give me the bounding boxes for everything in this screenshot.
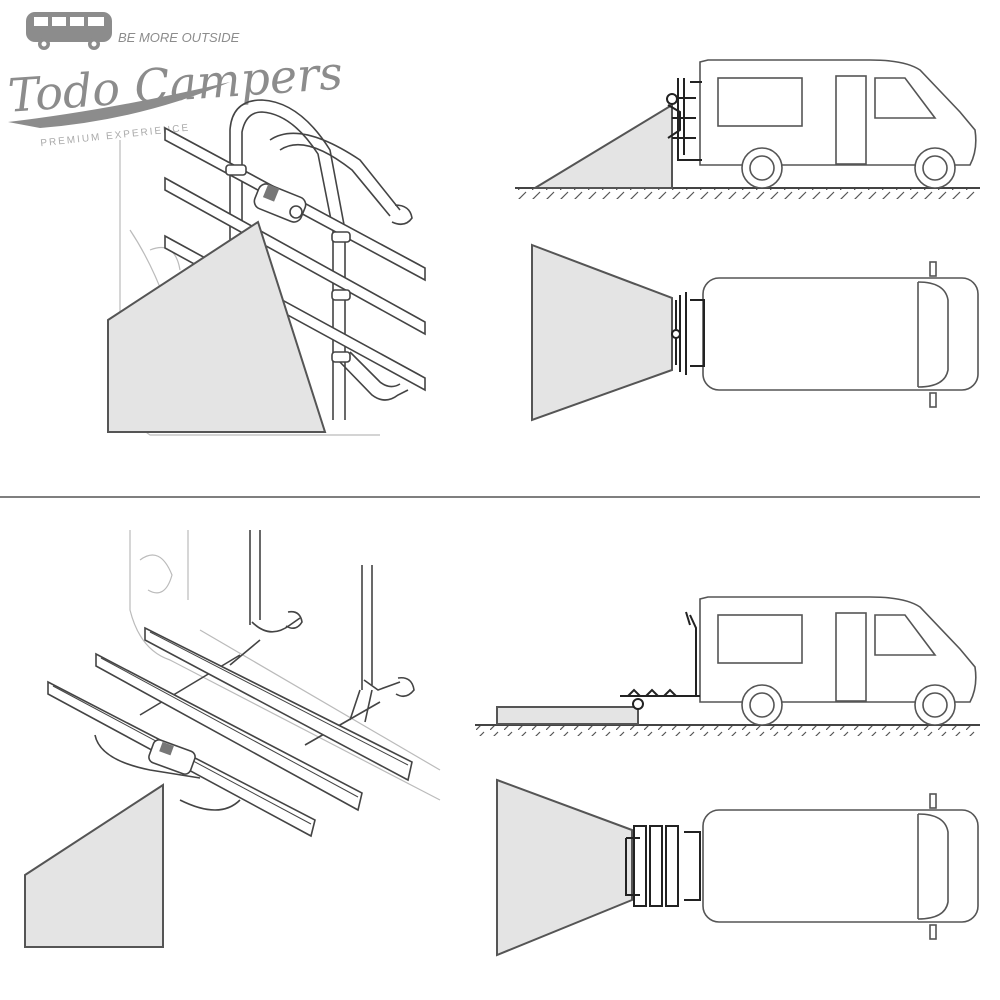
rack-top-folded bbox=[671, 292, 705, 375]
bike-rail-unfolded-1 bbox=[144, 626, 413, 782]
view-cone-wedge bbox=[107, 220, 327, 433]
view-cone-top-unfolded bbox=[496, 778, 633, 957]
bike-rail-2 bbox=[164, 176, 426, 336]
rack-side-folded bbox=[666, 78, 702, 161]
view-cone-side bbox=[531, 103, 673, 189]
rack-frame-tubes bbox=[229, 99, 413, 420]
camper-van-logo-icon bbox=[26, 12, 112, 50]
ground-wedge-side bbox=[496, 706, 639, 725]
logo-swoosh bbox=[8, 82, 230, 128]
van-top-view-unfolded bbox=[496, 778, 979, 957]
logo-tagline: BE MORE OUTSIDE bbox=[118, 30, 240, 45]
van-side-view-folded bbox=[515, 59, 980, 199]
rack-side-unfolded bbox=[620, 611, 700, 710]
view-cone-top bbox=[531, 243, 673, 422]
van-side-view-unfolded bbox=[475, 596, 980, 736]
rack-latch-unfolded-icon bbox=[148, 739, 196, 775]
rack-latch-icon bbox=[253, 183, 307, 223]
rack-unfolded-closeup bbox=[24, 530, 441, 948]
todo-campers-logo: BE MORE OUTSIDE Todo Campers PREMIUM EXP… bbox=[6, 12, 344, 149]
van-top-view-folded bbox=[531, 243, 979, 422]
view-cone-wedge-unfolded bbox=[24, 783, 164, 948]
bike-rail-unfolded-2 bbox=[95, 652, 363, 812]
rack-folded-closeup bbox=[107, 99, 426, 436]
rack-vertical-tubes bbox=[249, 530, 415, 723]
rack-top-unfolded bbox=[625, 825, 701, 907]
